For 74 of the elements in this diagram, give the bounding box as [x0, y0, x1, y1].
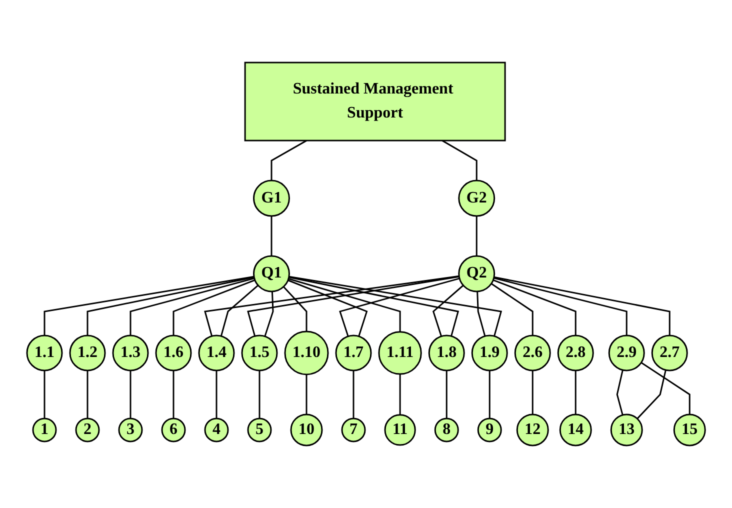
node-circle: 1: [32, 418, 57, 442]
connector: [476, 216, 478, 256]
connector: [338, 278, 460, 337]
node-circle: 2.6: [514, 334, 551, 372]
node-circle: G2: [458, 180, 496, 217]
node-circle: 2.8: [557, 334, 594, 372]
connector: [204, 275, 460, 336]
connector: [288, 280, 368, 337]
connector: [216, 370, 218, 418]
connector: [352, 370, 354, 418]
connector: [282, 286, 308, 332]
connector: [86, 276, 254, 336]
node-circle: 4: [204, 418, 229, 442]
connector: [288, 276, 459, 336]
connector: [636, 370, 666, 420]
connector: [44, 276, 254, 336]
connector: [220, 284, 259, 336]
connector: [494, 276, 670, 336]
connector: [258, 370, 260, 418]
node-circle: 10: [290, 414, 323, 446]
node-circle: 6: [161, 418, 186, 442]
connector: [130, 278, 254, 336]
connector: [442, 140, 478, 181]
node-circle: Q1: [252, 255, 290, 292]
connector: [288, 276, 502, 336]
connector: [172, 279, 256, 336]
connector: [446, 370, 448, 418]
node-circle: 1.3: [112, 334, 149, 372]
node-circle: 7: [341, 418, 366, 442]
node-circle: Q2: [458, 255, 496, 292]
connector: [264, 291, 274, 337]
connector: [532, 370, 534, 414]
node-circle: 9: [477, 418, 502, 442]
connector: [490, 283, 534, 336]
connector: [488, 370, 490, 418]
node-circle: 5: [247, 418, 272, 442]
connector: [270, 140, 307, 181]
node-circle: 8: [434, 418, 459, 442]
connector: [130, 370, 132, 418]
node-circle: 1.1: [26, 334, 63, 372]
node-circle: 13: [610, 414, 643, 446]
node-circle: 12: [516, 414, 549, 446]
node-circle: 14: [559, 414, 592, 446]
connector: [492, 279, 576, 336]
node-circle: 3: [118, 418, 143, 442]
connector: [616, 370, 624, 416]
node-circle: 1.7: [335, 334, 372, 372]
node-circle: 2.7: [651, 334, 688, 372]
connector: [476, 291, 486, 336]
connector: [44, 370, 46, 418]
node-circle: 2: [75, 418, 100, 442]
node-circle: 2.9: [608, 334, 645, 372]
connector: [574, 370, 576, 414]
node-box: Sustained Management Support: [244, 62, 506, 142]
connector: [640, 362, 690, 414]
connector: [86, 370, 88, 418]
connector: [494, 277, 628, 336]
node-circle: 1.8: [428, 334, 465, 372]
connector: [270, 216, 272, 256]
node-circle: 1.4: [198, 334, 235, 372]
node-circle: 1.2: [69, 334, 106, 372]
connector: [399, 374, 401, 415]
node-circle: 1.10: [284, 330, 329, 376]
node-circle: 1.6: [155, 334, 192, 372]
node-circle: 1.9: [471, 334, 508, 372]
node-circle: 1.5: [241, 334, 278, 372]
connector: [288, 278, 401, 332]
connector: [247, 276, 460, 336]
node-circle: 11: [384, 414, 416, 446]
connector: [172, 370, 174, 418]
connector: [306, 374, 308, 414]
node-circle: 1.11: [378, 331, 422, 375]
node-circle: 15: [673, 414, 706, 446]
node-circle: G1: [252, 180, 290, 217]
